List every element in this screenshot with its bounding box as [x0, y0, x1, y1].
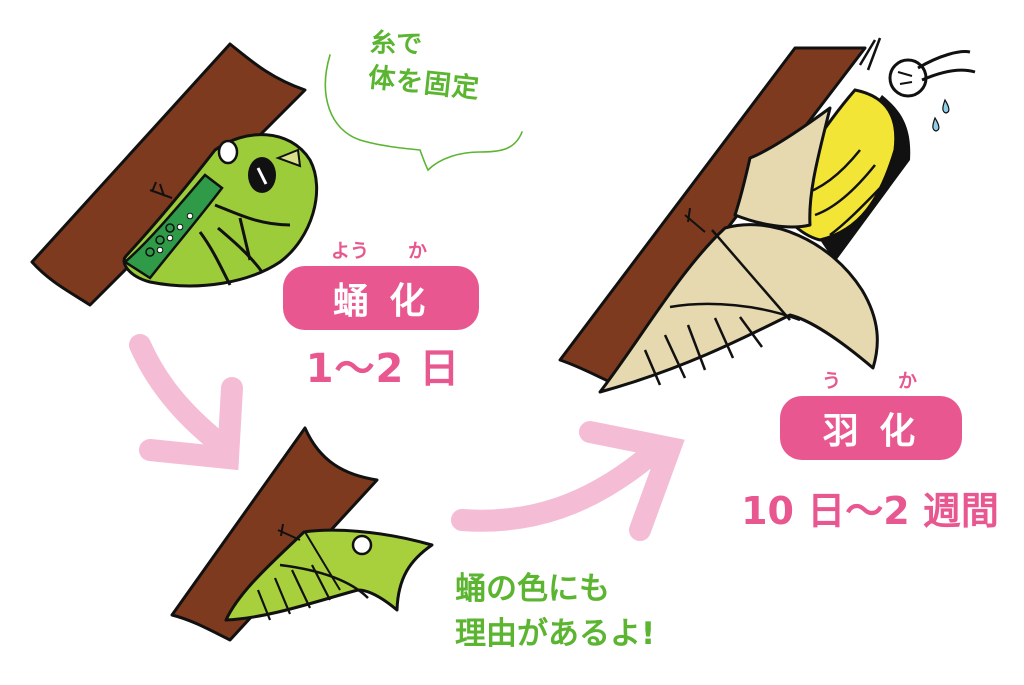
caterpillar-on-branch-icon [30, 42, 319, 307]
arrow-down-icon [129, 334, 243, 471]
pupation-ruby-right: か [408, 240, 428, 262]
note-line1: 蛹の色にも [455, 571, 610, 607]
butterfly-emerging-icon [558, 37, 976, 394]
chrysalis-on-branch-icon [170, 426, 434, 642]
speech-bubble-outline [324, 54, 523, 172]
emergence-ruby-right: か [898, 370, 918, 392]
arrow-up-icon [451, 421, 685, 541]
pupation-duration: 1～2 日 [305, 346, 461, 392]
emergence-ruby-left: う [822, 370, 842, 392]
emergence-label-badge: 羽 化 [780, 396, 962, 460]
stage-emergence: う か 羽 化 [780, 366, 962, 460]
pupation-ruby-left: よう [331, 240, 370, 262]
speech-bubble-line1: 糸で [369, 28, 423, 60]
pupation-label-badge: 蛹 化 [283, 266, 479, 330]
note-line2: 理由があるよ! [455, 616, 656, 652]
stage-pupation: よう か 蛹 化 1～2 日 [283, 236, 483, 394]
emergence-duration: 10 日～2 週間 [741, 489, 999, 533]
